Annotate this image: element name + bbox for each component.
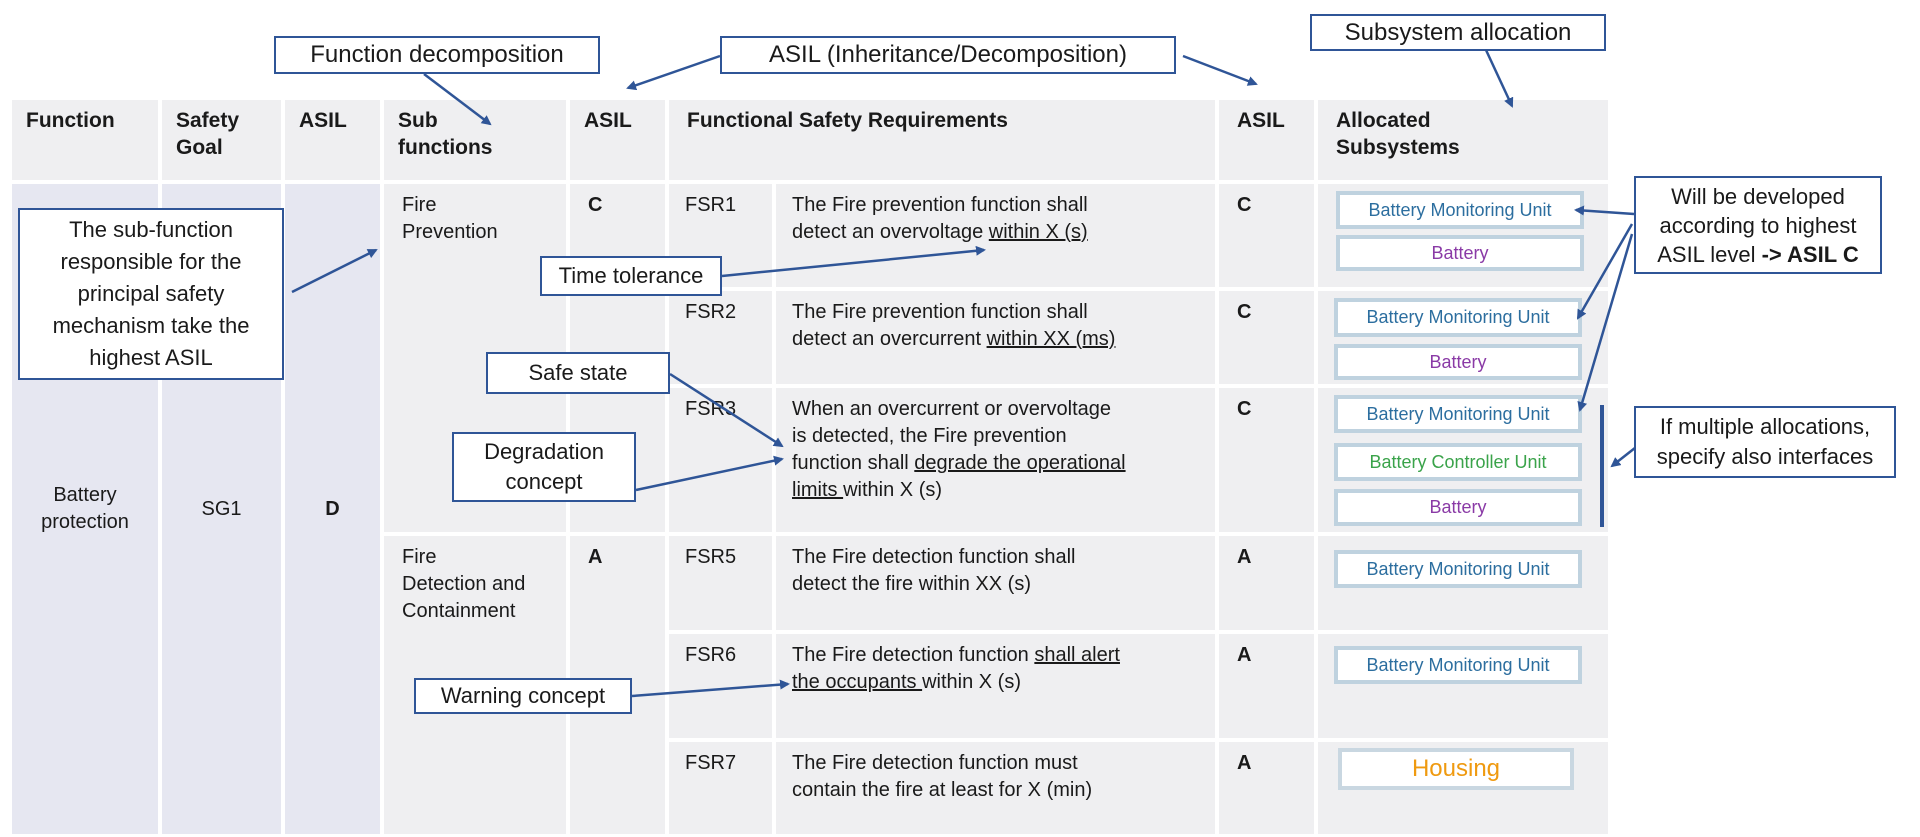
fsr1-asil: C <box>1219 184 1314 287</box>
fsr3-id: FSR3 <box>669 388 772 532</box>
arrow-safe-state <box>669 372 784 448</box>
arrow-function-decomposition <box>423 73 492 126</box>
fsr6-text-pre: The Fire detection function <box>792 644 1035 666</box>
fsr1-subsystem-bmu: Battery Monitoring Unit <box>1336 191 1584 229</box>
callout-asil-inheritance: ASIL (Inheritance/Decomposition) <box>720 36 1176 74</box>
fsr3-text-underlined: degrade the operational limits <box>792 452 1126 501</box>
arrow-highest-asil-1 <box>1574 205 1635 216</box>
fsr3-asil: C <box>1219 388 1314 532</box>
highest-asil-bold: -> ASIL C <box>1761 241 1859 267</box>
allocation-bracket <box>1600 405 1604 527</box>
callout-highest-asil: Will be developed according to highest A… <box>1634 176 1882 274</box>
arrow-highest-asil-3 <box>1577 233 1634 412</box>
fsr1-subsystem-battery: Battery <box>1336 235 1584 271</box>
fsr7-id: FSR7 <box>669 742 772 834</box>
arrow-subsystem-allocation <box>1484 49 1514 108</box>
fsr7-subsystem-housing: Housing <box>1338 748 1574 790</box>
callout-principal-mechanism: The sub-function responsible for the pri… <box>18 208 284 380</box>
fsr2-subsystem-bmu: Battery Monitoring Unit <box>1334 298 1582 337</box>
fsr5-text-pre: The Fire detection function shall detect… <box>792 546 1076 595</box>
fsr2-text-underlined: within XX (ms) <box>986 328 1116 350</box>
header-asil: ASIL <box>285 100 380 180</box>
header-allocated-subsystems: Allocated Subsystems <box>1318 100 1608 180</box>
arrow-asil-right <box>1182 54 1258 86</box>
header-function: Function <box>12 100 158 180</box>
fsr7-text-pre: The Fire detection function must contain… <box>792 752 1093 801</box>
callout-subsystem-allocation: Subsystem allocation <box>1310 14 1606 51</box>
fsr5-asil: A <box>1219 536 1314 630</box>
fsr5-id: FSR5 <box>669 536 772 630</box>
fsr2-text-pre: The Fire prevention function shall detec… <box>792 301 1088 350</box>
fsr3-subsystem-battery: Battery <box>1334 489 1582 526</box>
fsr5-subsystem-bmu: Battery Monitoring Unit <box>1334 550 1582 588</box>
callout-degradation-concept: Degradation concept <box>452 432 636 502</box>
fsr6-text-post: within X (s) <box>922 671 1021 693</box>
arrow-warning-concept <box>631 679 790 698</box>
fsr2-id: FSR2 <box>669 291 772 384</box>
fsr2-asil: C <box>1219 291 1314 384</box>
callout-safe-state: Safe state <box>486 352 670 394</box>
fsr6-text: The Fire detection function shall alert … <box>776 634 1215 738</box>
fsr3-subsystem-bcu: Battery Controller Unit <box>1334 443 1582 481</box>
fsr3-text: When an overcurrent or overvoltage is de… <box>776 388 1215 532</box>
arrow-degradation-concept <box>635 455 784 492</box>
fsr7-text: The Fire detection function must contain… <box>776 742 1215 834</box>
arrow-principal-mechanism <box>291 248 378 294</box>
header-fsr: Functional Safety Requirements <box>669 100 1215 180</box>
fsr1-text-pre: The Fire prevention function shall detec… <box>792 194 1088 243</box>
callout-multiple-allocations: If multiple allocations, specify also in… <box>1634 406 1896 478</box>
header-safety-goal: Safety Goal <box>162 100 281 180</box>
fsr1-text: The Fire prevention function shall detec… <box>776 184 1215 287</box>
fsr6-subsystem-bmu: Battery Monitoring Unit <box>1334 646 1582 684</box>
highest-asil-text: Will be developed according to highest A… <box>1657 183 1859 267</box>
arrow-time-tolerance <box>721 245 986 278</box>
fsr6-text-underlined: shall alert the occupants <box>792 644 1120 693</box>
fsr7-asil: A <box>1219 742 1314 834</box>
header-asil-sub: ASIL <box>570 100 665 180</box>
fsr1-text-underlined: within X (s) <box>988 221 1088 243</box>
header-asil-fsr: ASIL <box>1219 100 1314 180</box>
fsr2-subsystem-battery: Battery <box>1334 344 1582 380</box>
fsr3-text-post: within X (s) <box>843 479 943 501</box>
callout-time-tolerance: Time tolerance <box>540 256 722 296</box>
asil-cell: D <box>285 184 380 834</box>
callout-function-decomposition: Function decomposition <box>274 36 600 74</box>
arrow-asil-left <box>626 54 721 91</box>
arrow-highest-asil-2 <box>1576 223 1634 320</box>
fsr6-asil: A <box>1219 634 1314 738</box>
fsr6-id: FSR6 <box>669 634 772 738</box>
fsr2-text: The Fire prevention function shall detec… <box>776 291 1215 384</box>
fsr5-text: The Fire detection function shall detect… <box>776 536 1215 630</box>
fsr3-text-pre: When an overcurrent or overvoltage is de… <box>792 398 1112 474</box>
fsr3-subsystem-bmu: Battery Monitoring Unit <box>1334 395 1582 433</box>
callout-warning-concept: Warning concept <box>414 678 632 714</box>
